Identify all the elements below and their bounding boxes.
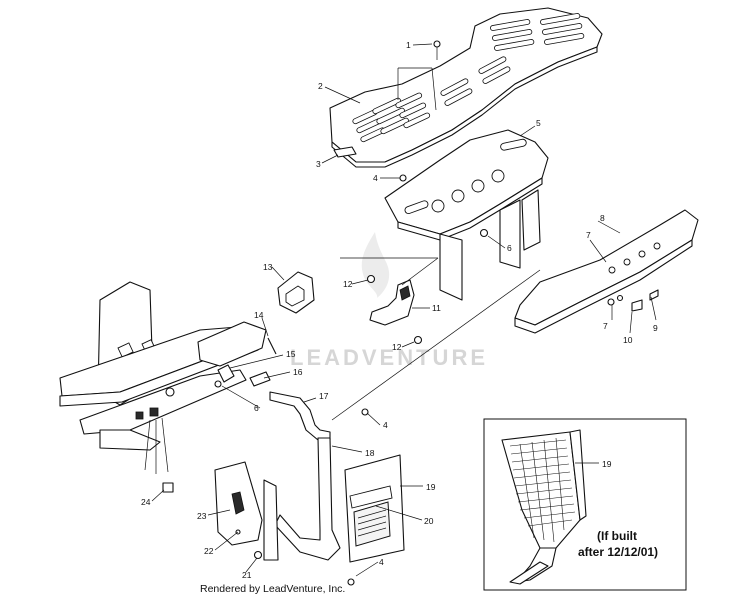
- callout-4: 4: [373, 173, 378, 183]
- part-11-bracket: [369, 279, 415, 326]
- inset-note-line1: (If built: [597, 529, 637, 543]
- callout-9: 9: [653, 323, 658, 333]
- callout-21: 21: [242, 570, 252, 580]
- fasteners: [347, 40, 489, 586]
- part-8-bumper: [514, 209, 699, 334]
- callout-16: 16: [293, 367, 303, 377]
- parts-14-16: [214, 337, 277, 388]
- part-3-plate: [333, 146, 357, 158]
- callout-5: 5: [536, 118, 541, 128]
- part-18-brace: [263, 437, 341, 561]
- callout-15: 15: [286, 349, 296, 359]
- callout-20: 20: [424, 516, 434, 526]
- callout-10: 10: [623, 335, 633, 345]
- callout-labels: 1 2 3 4 5 6 7 8 9 10 11 12 13 14 15 16 1…: [141, 40, 658, 580]
- callout-22: 22: [204, 546, 214, 556]
- inset-box: [483, 418, 687, 591]
- callout-6b: 6: [254, 403, 259, 413]
- callout-23: 23: [197, 511, 207, 521]
- callout-4c: 4: [379, 557, 384, 567]
- part-13-reflector: [277, 271, 315, 314]
- bumper-hardware: [607, 289, 659, 321]
- leader-lines: [151, 43, 633, 577]
- callout-3: 3: [316, 159, 321, 169]
- callout-24: 24: [141, 497, 151, 507]
- callout-6: 6: [507, 243, 512, 253]
- part-19-panel: [344, 454, 405, 563]
- callout-2: 2: [318, 81, 323, 91]
- callout-14: 14: [254, 310, 264, 320]
- part-23-side-panel: [214, 461, 263, 560]
- callout-19: 19: [426, 482, 436, 492]
- callout-4b: 4: [383, 420, 388, 430]
- watermark-text: LEADVENTURE: [290, 345, 489, 370]
- part-footrest-rack: [329, 7, 603, 168]
- callout-13: 13: [263, 262, 273, 272]
- callout-7b: 7: [603, 321, 608, 331]
- part-5-mount-plate: [384, 129, 549, 301]
- footer-credit: Rendered by LeadVenture, Inc.: [200, 583, 346, 595]
- callout-17: 17: [319, 391, 329, 401]
- inset-callout-19: 19: [602, 459, 612, 469]
- callout-7: 7: [586, 230, 591, 240]
- callout-8: 8: [600, 213, 605, 223]
- callout-12b: 12: [392, 342, 402, 352]
- vehicle-frame: [59, 281, 267, 474]
- callout-11: 11: [432, 303, 441, 313]
- part-24-cap: [162, 482, 174, 493]
- callout-1: 1: [406, 40, 411, 50]
- callout-18: 18: [365, 448, 375, 458]
- callout-12: 12: [343, 279, 353, 289]
- inset-note-line2: after 12/12/01): [578, 545, 658, 559]
